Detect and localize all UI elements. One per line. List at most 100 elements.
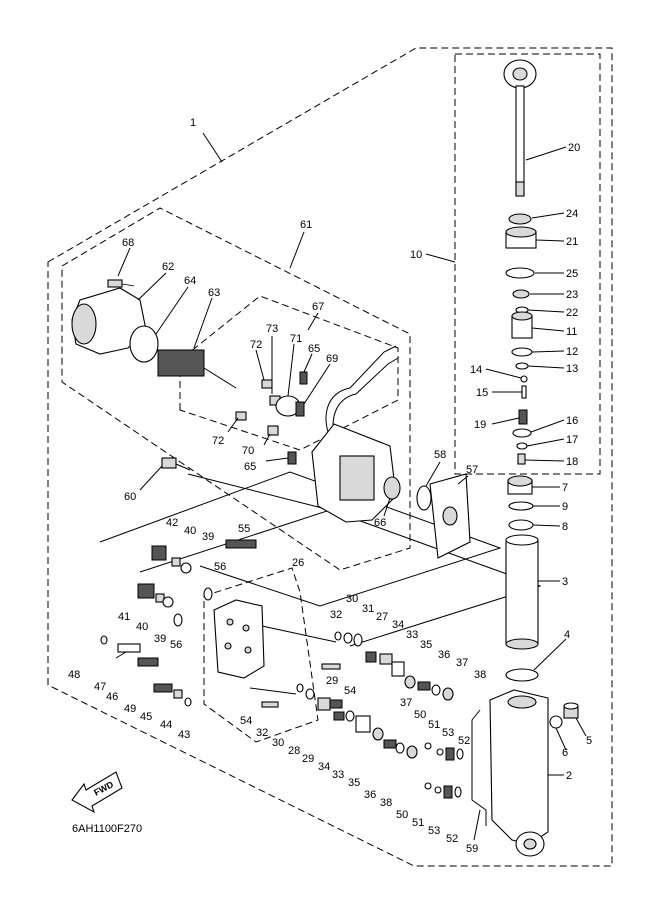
callout-26: 26 <box>292 557 304 569</box>
part-36-spring-lower <box>383 739 397 749</box>
part-44-plug <box>173 689 183 699</box>
diagram-code: 6AH1100F270 <box>72 823 142 835</box>
callout-72: 72 <box>250 339 262 351</box>
callout-53: 53 <box>442 727 454 739</box>
part-47-pin <box>115 651 127 659</box>
leader-69 <box>303 363 331 405</box>
callout-69: 69 <box>326 353 338 365</box>
leader-19 <box>491 417 520 425</box>
part-34-spool-upper <box>379 653 393 665</box>
part-41-spring <box>137 583 155 599</box>
part-30-washer-lower <box>305 688 315 700</box>
part-32-ring-upper <box>334 631 342 641</box>
callout-52: 52 <box>458 735 470 747</box>
part-2-cylinder-eye-bore <box>523 838 537 850</box>
callout-32: 32 <box>330 609 342 621</box>
part-26-port-3 <box>224 642 232 650</box>
callout-16: 16 <box>566 415 578 427</box>
callout-39: 39 <box>154 633 166 645</box>
part-68-screw <box>107 279 123 288</box>
part-38-plug-upper <box>442 687 454 701</box>
callout-57: 57 <box>466 464 478 476</box>
part-9-o-ring <box>508 501 534 511</box>
part-54-pin-lower <box>261 701 279 708</box>
part-67-lead-wire-2 <box>332 357 399 439</box>
callout-22: 22 <box>566 307 578 319</box>
part-56-o-ring-lower <box>173 613 183 627</box>
part-26-port-2 <box>242 624 250 632</box>
part-43-o-ring <box>184 697 192 707</box>
callout-49: 49 <box>124 703 136 715</box>
part-63-armature <box>157 349 205 377</box>
part-56-o-ring-upper <box>203 587 213 601</box>
leader-18 <box>524 459 565 462</box>
part-58-o-ring <box>416 485 432 511</box>
callout-71: 71 <box>290 333 302 345</box>
leader-24 <box>531 212 565 219</box>
callout-29: 29 <box>302 753 314 765</box>
part-26-port-4 <box>244 646 252 654</box>
part-20-rod-eye-bore <box>512 67 528 81</box>
callout-35: 35 <box>420 639 432 651</box>
leader-12 <box>531 350 565 353</box>
callout-13: 13 <box>566 363 578 375</box>
callout-5: 5 <box>586 735 592 747</box>
callout-34: 34 <box>392 619 404 631</box>
callout-25: 25 <box>566 268 578 280</box>
part-5-plug-top <box>563 702 579 710</box>
callout-14: 14 <box>470 364 482 376</box>
part-15-pin <box>521 385 527 399</box>
part-63-armature-shaft <box>203 367 237 389</box>
callout-36: 36 <box>364 789 376 801</box>
part-37-washer-lower <box>395 742 405 754</box>
leader-20 <box>525 146 567 161</box>
part-4-o-ring <box>505 668 539 682</box>
leader-59 <box>473 809 481 841</box>
part-39-o-ring-lower <box>162 596 174 608</box>
part-28-spool <box>317 697 331 711</box>
part-7-cylinder-cap-top <box>507 475 533 487</box>
part-53-spring-lower <box>443 785 453 799</box>
part-13-seal <box>515 362 529 370</box>
part-29-spring-lower <box>333 711 345 721</box>
leader-65b <box>265 457 289 462</box>
callout-17: 17 <box>566 434 578 446</box>
callout-11: 11 <box>566 326 577 338</box>
callout-21: 21 <box>566 236 578 248</box>
axis-line-port-b <box>249 687 297 695</box>
callout-66: 66 <box>374 517 386 529</box>
part-26-valve-body <box>213 599 265 679</box>
part-39-o-ring-upper <box>180 562 192 574</box>
valve-body-assembly <box>100 539 464 799</box>
part-11-piston-top <box>511 311 533 321</box>
leader-17 <box>526 438 565 447</box>
part-27-spool <box>365 651 377 663</box>
callout-30: 30 <box>346 593 358 605</box>
callout-30: 30 <box>272 737 284 749</box>
leader-6 <box>555 727 567 751</box>
callout-24: 24 <box>566 208 578 220</box>
fwd-arrow: FWD <box>71 771 123 814</box>
leader-10 <box>425 253 456 263</box>
callout-4: 4 <box>564 629 570 641</box>
callout-3: 3 <box>562 576 568 588</box>
callout-44: 44 <box>160 719 172 731</box>
callout-53: 53 <box>428 825 440 837</box>
callout-47: 47 <box>94 681 106 693</box>
callout-45: 45 <box>140 711 152 723</box>
leader-13 <box>527 365 565 369</box>
callout-56: 56 <box>170 639 182 651</box>
callout-34: 34 <box>318 761 330 773</box>
part-26-port-1 <box>226 618 234 626</box>
part-24-dust-seal <box>508 213 532 225</box>
leader-62 <box>137 272 167 301</box>
callout-65: 65 <box>308 343 320 355</box>
part-50-pin-lower <box>424 782 432 790</box>
part-42-spring <box>151 545 167 561</box>
part-54-pin-upper <box>321 663 341 670</box>
callout-60: 60 <box>124 491 136 503</box>
part-57-gasket-hole <box>442 506 458 526</box>
callout-65: 65 <box>244 461 256 473</box>
part-70-brush <box>267 425 279 436</box>
callout-36: 36 <box>438 649 450 661</box>
